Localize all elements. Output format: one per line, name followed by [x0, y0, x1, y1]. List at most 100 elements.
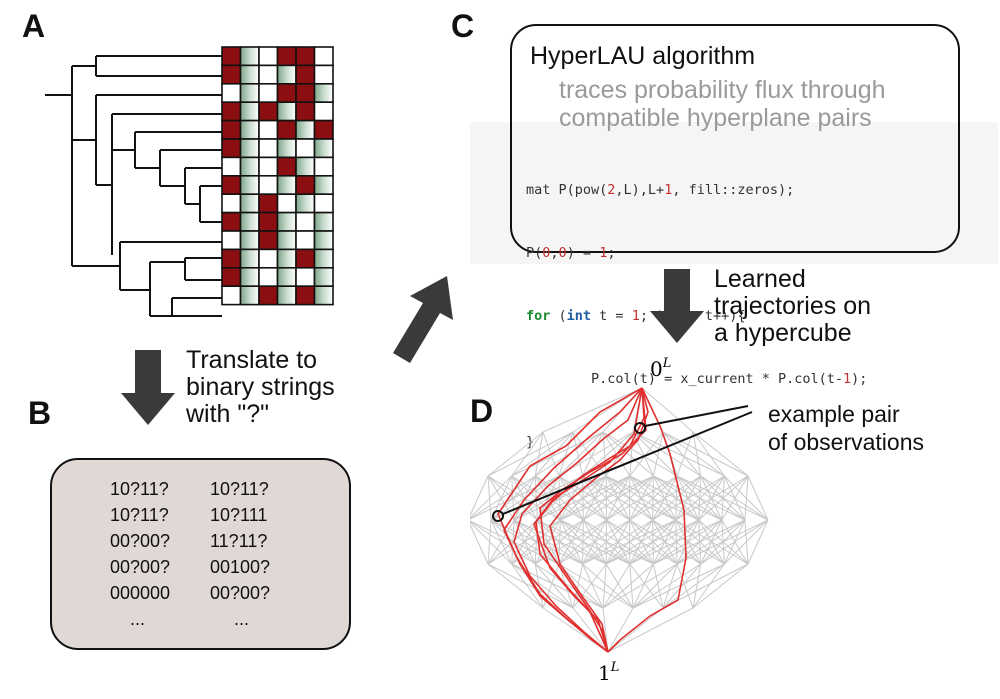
algorithm-subtitle: traces probability flux through compatib… [559, 76, 886, 132]
annotation-example-pair: example pair of observations [768, 400, 924, 456]
hypercube-edge [662, 431, 725, 477]
hypercube-edge [487, 563, 544, 609]
matrix-cell [276, 230, 297, 251]
label-one-exponent: L [610, 660, 620, 675]
learned-trajectories [497, 387, 687, 653]
hypercube-edge [692, 563, 749, 609]
binary-string: ... [130, 609, 146, 629]
matrix-cell [295, 138, 316, 159]
hypercube-edge [602, 563, 678, 609]
hypercube-edge [632, 563, 701, 609]
matrix-cell [295, 156, 316, 177]
matrix-cell [276, 101, 297, 122]
matrix-cell [258, 266, 279, 287]
matrix-cell [276, 156, 297, 177]
matrix-cell [221, 64, 242, 85]
caption-line: with "?" [186, 400, 270, 428]
matrix-cell [221, 211, 242, 232]
matrix-cell [295, 83, 316, 104]
hypercube-edge [487, 519, 492, 565]
hypercube-edge [487, 431, 544, 477]
caption-translate: Translate to binary strings with "?" [186, 347, 335, 428]
hypercube-edge [629, 431, 664, 477]
hypercube-edge [582, 563, 634, 609]
matrix-cell [239, 46, 260, 67]
binary-string: 00?00? [110, 557, 171, 577]
hypercube-edge [542, 387, 643, 433]
hypercube-edge [602, 563, 607, 609]
hypercube-edge [676, 431, 694, 477]
matrix-cell [276, 266, 297, 287]
binary-string: 10?11? [110, 505, 169, 525]
hypercube-edge [606, 475, 678, 521]
hypercube-edge [487, 519, 538, 565]
hypercube-edge [605, 563, 634, 609]
label-zero-exponent: L [662, 356, 672, 371]
annotation-line: example pair [768, 401, 900, 427]
hypercube-edge [558, 431, 574, 477]
hypercube-edge [629, 563, 634, 609]
hypercube-edge [692, 431, 749, 477]
hypercube-edge [721, 475, 749, 521]
matrix-cell [313, 266, 334, 287]
hypercube-edge [558, 563, 634, 609]
hypercube-edge [700, 519, 769, 565]
matrix-cell [295, 285, 316, 306]
hypercube-edge [653, 519, 723, 565]
hypercube-edge [537, 475, 631, 521]
matrix-cell [239, 230, 260, 251]
caption-line: Translate to [186, 346, 318, 374]
strings-column-left: 10?11? 10?11? 00?00? 00?00? 000000 ... [110, 476, 170, 632]
caption-line: trajectories on [714, 292, 872, 320]
hypercube-edge [652, 431, 664, 477]
hypercube-edge [558, 431, 604, 477]
matrix-cell [276, 83, 297, 104]
code-line: P(0,0) = 1; [526, 245, 616, 261]
hypercube-edge [662, 563, 678, 609]
binary-string: ... [234, 609, 250, 629]
matrix-cell [258, 138, 279, 159]
matrix-cell [276, 248, 297, 269]
matrix-cell [221, 83, 242, 104]
matrix-cell [258, 193, 279, 214]
strings-column-right: 10?11? 10?111 11?11? 00100? 00?00? ... [210, 476, 270, 632]
trajectory [607, 387, 687, 653]
matrix-cell [276, 64, 297, 85]
matrix-cell [276, 175, 297, 196]
matrix-cell [295, 64, 316, 85]
panel-letter-c: C [451, 8, 475, 44]
matrix-cell [276, 285, 297, 306]
hypercube-edge [676, 519, 769, 565]
matrix-cell [313, 175, 334, 196]
matrix-cell [295, 46, 316, 67]
hypercube-edge [676, 563, 694, 609]
hypercube-edge [692, 563, 702, 609]
code-line: P.col(t) = x_current * P.col(t-1); [526, 371, 868, 387]
hypercube-edge [632, 431, 701, 477]
hypercube-edge [534, 563, 574, 609]
hypercube-edge [534, 431, 574, 477]
hypercube-edge [662, 563, 725, 609]
trajectory [503, 387, 643, 653]
hypercube-edge [662, 431, 702, 477]
hypercube-edge [582, 519, 676, 565]
hypercube-edge [607, 607, 634, 653]
binary-string: 00100? [210, 557, 271, 577]
phylogenetic-tree [45, 55, 222, 317]
hypercube-edge [582, 431, 634, 477]
matrix-cell [221, 285, 242, 306]
matrix-cell [221, 193, 242, 214]
hypercube-edge [487, 431, 574, 477]
hypercube-edge [653, 519, 746, 565]
caption-line: a hypercube [714, 319, 852, 347]
hypercube-edge [470, 475, 560, 520]
matrix-cell [221, 119, 242, 140]
matrix-cell [313, 119, 334, 140]
hypercube-edge [632, 563, 678, 609]
subtitle-line: compatible hyperplane pairs [559, 104, 872, 132]
hypercube-edge [583, 475, 654, 521]
matrix-cell [276, 138, 297, 159]
hypercube-edge [511, 431, 574, 477]
hypercube-edge [511, 563, 544, 609]
subtitle-line: traces probability flux through [559, 76, 886, 104]
